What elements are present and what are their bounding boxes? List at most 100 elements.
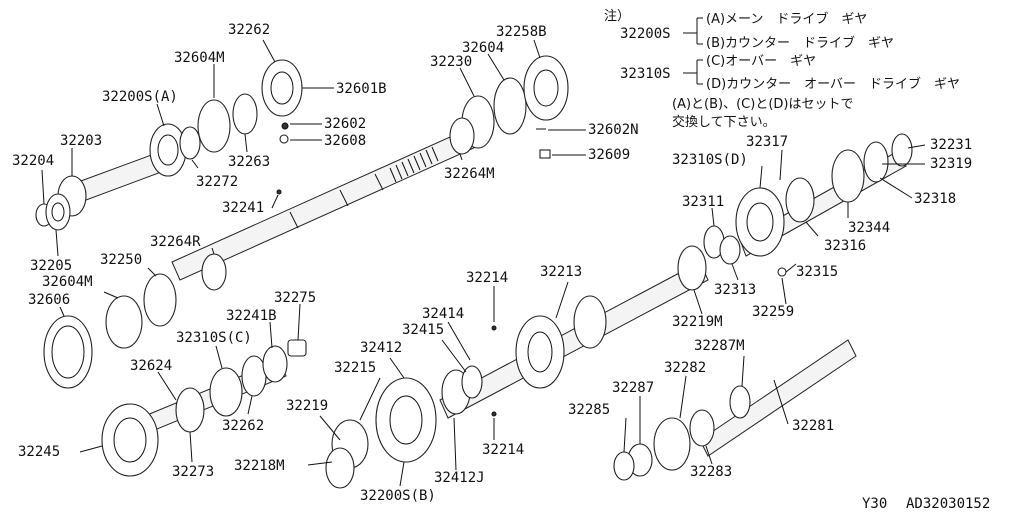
label-32315: 32315 xyxy=(796,264,838,280)
label-32318: 32318 xyxy=(914,191,956,207)
gear-32250 xyxy=(143,273,177,327)
bearing-32275 xyxy=(287,339,307,357)
overdrive-gear-assembly xyxy=(101,339,307,477)
label-32319: 32319 xyxy=(930,156,972,172)
label-32275: 32275 xyxy=(274,290,316,306)
note-group1-a: (A)メーン ドライブ ギヤ xyxy=(706,11,867,27)
label-32272: 32272 xyxy=(196,174,238,190)
bearing-32316 xyxy=(785,177,815,223)
bearing-32205 xyxy=(45,193,71,231)
leader-lines xyxy=(41,39,926,487)
ball-32602 xyxy=(281,122,289,130)
label-32230: 32230 xyxy=(430,54,472,70)
label-32218m: 32218M xyxy=(234,458,285,474)
note-group2-code: 32310S xyxy=(620,66,671,82)
label-32310s-c: 32310S(C) xyxy=(176,330,252,346)
label-32281: 32281 xyxy=(792,418,834,434)
label-32282: 32282 xyxy=(664,360,706,376)
label-32602n: 32602N xyxy=(588,122,639,138)
label-32214-bottom: 32214 xyxy=(482,442,524,458)
label-32241: 32241 xyxy=(222,200,264,216)
label-32344: 32344 xyxy=(848,220,890,236)
synchro-32604m-left xyxy=(105,295,143,349)
label-32214-top: 32214 xyxy=(466,270,508,286)
note-block: 注） 32200S (A)メーン ドライブ ギヤ (B)カウンター ドライブ ギ… xyxy=(604,9,960,130)
note-line1: (A)と(B)、(C)と(D)はセットで xyxy=(672,97,853,112)
label-32264m: 32264M xyxy=(444,166,495,182)
label-32219m: 32219M xyxy=(672,314,723,330)
label-32262-lower: 32262 xyxy=(222,418,264,434)
label-32273: 32273 xyxy=(172,464,214,480)
note-group1-code: 32200S xyxy=(620,26,671,42)
washer-32241b xyxy=(262,345,288,383)
countershaft-body xyxy=(439,261,709,419)
note-group1-b: (B)カウンター ドライブ ギヤ xyxy=(706,35,894,51)
ring-32263 xyxy=(232,93,258,135)
label-32313: 32313 xyxy=(714,282,756,298)
reverse-idler-assembly xyxy=(613,339,857,481)
label-32412: 32412 xyxy=(360,340,402,356)
gear-32282 xyxy=(653,417,691,471)
reverse-idler-shaft xyxy=(699,339,857,457)
label-32204: 32204 xyxy=(12,153,54,169)
label-32283: 32283 xyxy=(690,464,732,480)
label-32287: 32287 xyxy=(612,380,654,396)
label-32245: 32245 xyxy=(18,444,60,460)
countershaft-assembly xyxy=(325,245,709,489)
ball-32259 xyxy=(777,267,787,277)
label-32215: 32215 xyxy=(334,360,376,376)
part-32609 xyxy=(539,149,551,159)
bearing-32273 xyxy=(175,387,205,433)
label-32415: 32415 xyxy=(402,322,444,338)
key-32241 xyxy=(276,189,282,195)
bearing-32262-lower xyxy=(241,355,267,397)
ring-32606 xyxy=(43,315,93,389)
label-32205: 32205 xyxy=(30,258,72,274)
note-group2-bracket xyxy=(683,59,703,85)
label-32608: 32608 xyxy=(324,133,366,149)
bearing-32313 xyxy=(719,235,741,265)
label-32203: 32203 xyxy=(60,133,102,149)
label-32231: 32231 xyxy=(930,137,972,153)
bearing-32264r xyxy=(201,253,227,291)
nut-32231 xyxy=(891,133,913,167)
label-32200s-a: 32200S(A) xyxy=(102,89,178,105)
gear-32213 xyxy=(515,315,565,389)
ring-32219 xyxy=(325,447,355,489)
note-group2-c: (C)オーバー ギヤ xyxy=(706,54,816,69)
label-32317: 32317 xyxy=(746,134,788,150)
bearing-32283 xyxy=(689,409,715,447)
od-counter-assembly xyxy=(703,133,913,277)
label-32606: 32606 xyxy=(28,292,70,308)
label-32264r: 32264R xyxy=(150,234,201,250)
synchro-ring-32604m xyxy=(197,99,231,153)
gear-32310sd xyxy=(735,187,785,257)
label-32624: 32624 xyxy=(130,358,172,374)
footer-code: AD32030152 xyxy=(906,496,990,512)
footer: Y30 AD32030152 xyxy=(862,496,990,512)
footer-model: Y30 xyxy=(862,496,887,512)
gear-32200sb xyxy=(375,377,437,463)
label-32601b: 32601B xyxy=(336,81,387,97)
gear-32310sc xyxy=(209,367,243,417)
gear-32245 xyxy=(101,403,159,477)
label-32316: 32316 xyxy=(824,238,866,254)
label-32262-top: 32262 xyxy=(228,22,270,38)
note-heading: 注） xyxy=(604,9,630,24)
synchro-32604 xyxy=(493,77,527,135)
main-shaft-assembly xyxy=(35,55,569,389)
note-group1-bracket xyxy=(683,17,703,45)
label-32263: 32263 xyxy=(228,154,270,170)
label-32241b: 32241B xyxy=(226,308,277,324)
countershaft-gear-mid xyxy=(573,295,607,349)
label-32287m: 32287M xyxy=(694,338,745,354)
note-group2-d: (D)カウンター オーバー ドライブ ギヤ xyxy=(706,76,960,92)
key-32214-top xyxy=(491,325,497,331)
label-32285: 32285 xyxy=(568,402,610,418)
mainshaft-splines xyxy=(389,146,439,183)
spacer-32415 xyxy=(461,365,483,399)
washer-32318 xyxy=(863,141,889,183)
label-32250: 32250 xyxy=(100,252,142,268)
